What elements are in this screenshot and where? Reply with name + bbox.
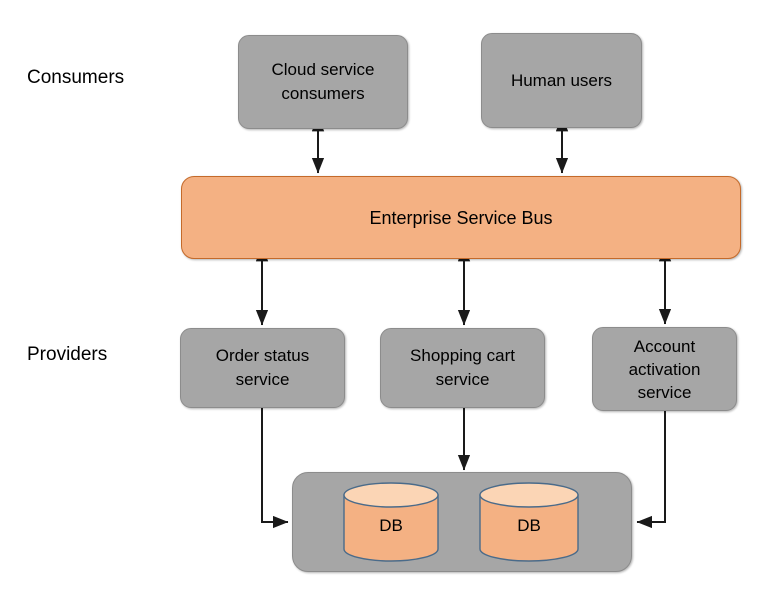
node-label-enterprise-service-bus: Enterprise Service Bus xyxy=(369,207,553,228)
node-account-activation-service[interactable]: Account activation service xyxy=(592,327,737,411)
database-icon xyxy=(479,482,579,562)
node-label-account-activation-service: Account activation service xyxy=(628,336,701,402)
row-label-consumers: Consumers xyxy=(27,67,125,88)
node-label-human-users: Human users xyxy=(510,70,613,90)
node-order-status-service[interactable]: Order status service xyxy=(180,328,345,408)
database-cylinder-left[interactable]: DB xyxy=(343,482,439,562)
database-container[interactable]: DB DB xyxy=(292,472,632,572)
database-icon xyxy=(343,482,439,562)
node-human-users[interactable]: Human users xyxy=(481,33,642,128)
node-label-order-status-service: Order status service xyxy=(215,346,310,389)
node-label-cloud-service-consumers: Cloud service consumers xyxy=(271,60,375,103)
row-label-providers: Providers xyxy=(27,344,108,365)
node-shopping-cart-service[interactable]: Shopping cart service xyxy=(380,328,545,408)
connector-account-activation-to-database xyxy=(636,411,666,529)
node-enterprise-service-bus[interactable]: Enterprise Service Bus xyxy=(181,176,741,259)
node-cloud-service-consumers[interactable]: Cloud service consumers xyxy=(238,35,408,129)
node-label-shopping-cart-service: Shopping cart service xyxy=(410,346,515,389)
connector-order-status-to-database xyxy=(261,408,289,529)
database-cylinder-right[interactable]: DB xyxy=(479,482,579,562)
